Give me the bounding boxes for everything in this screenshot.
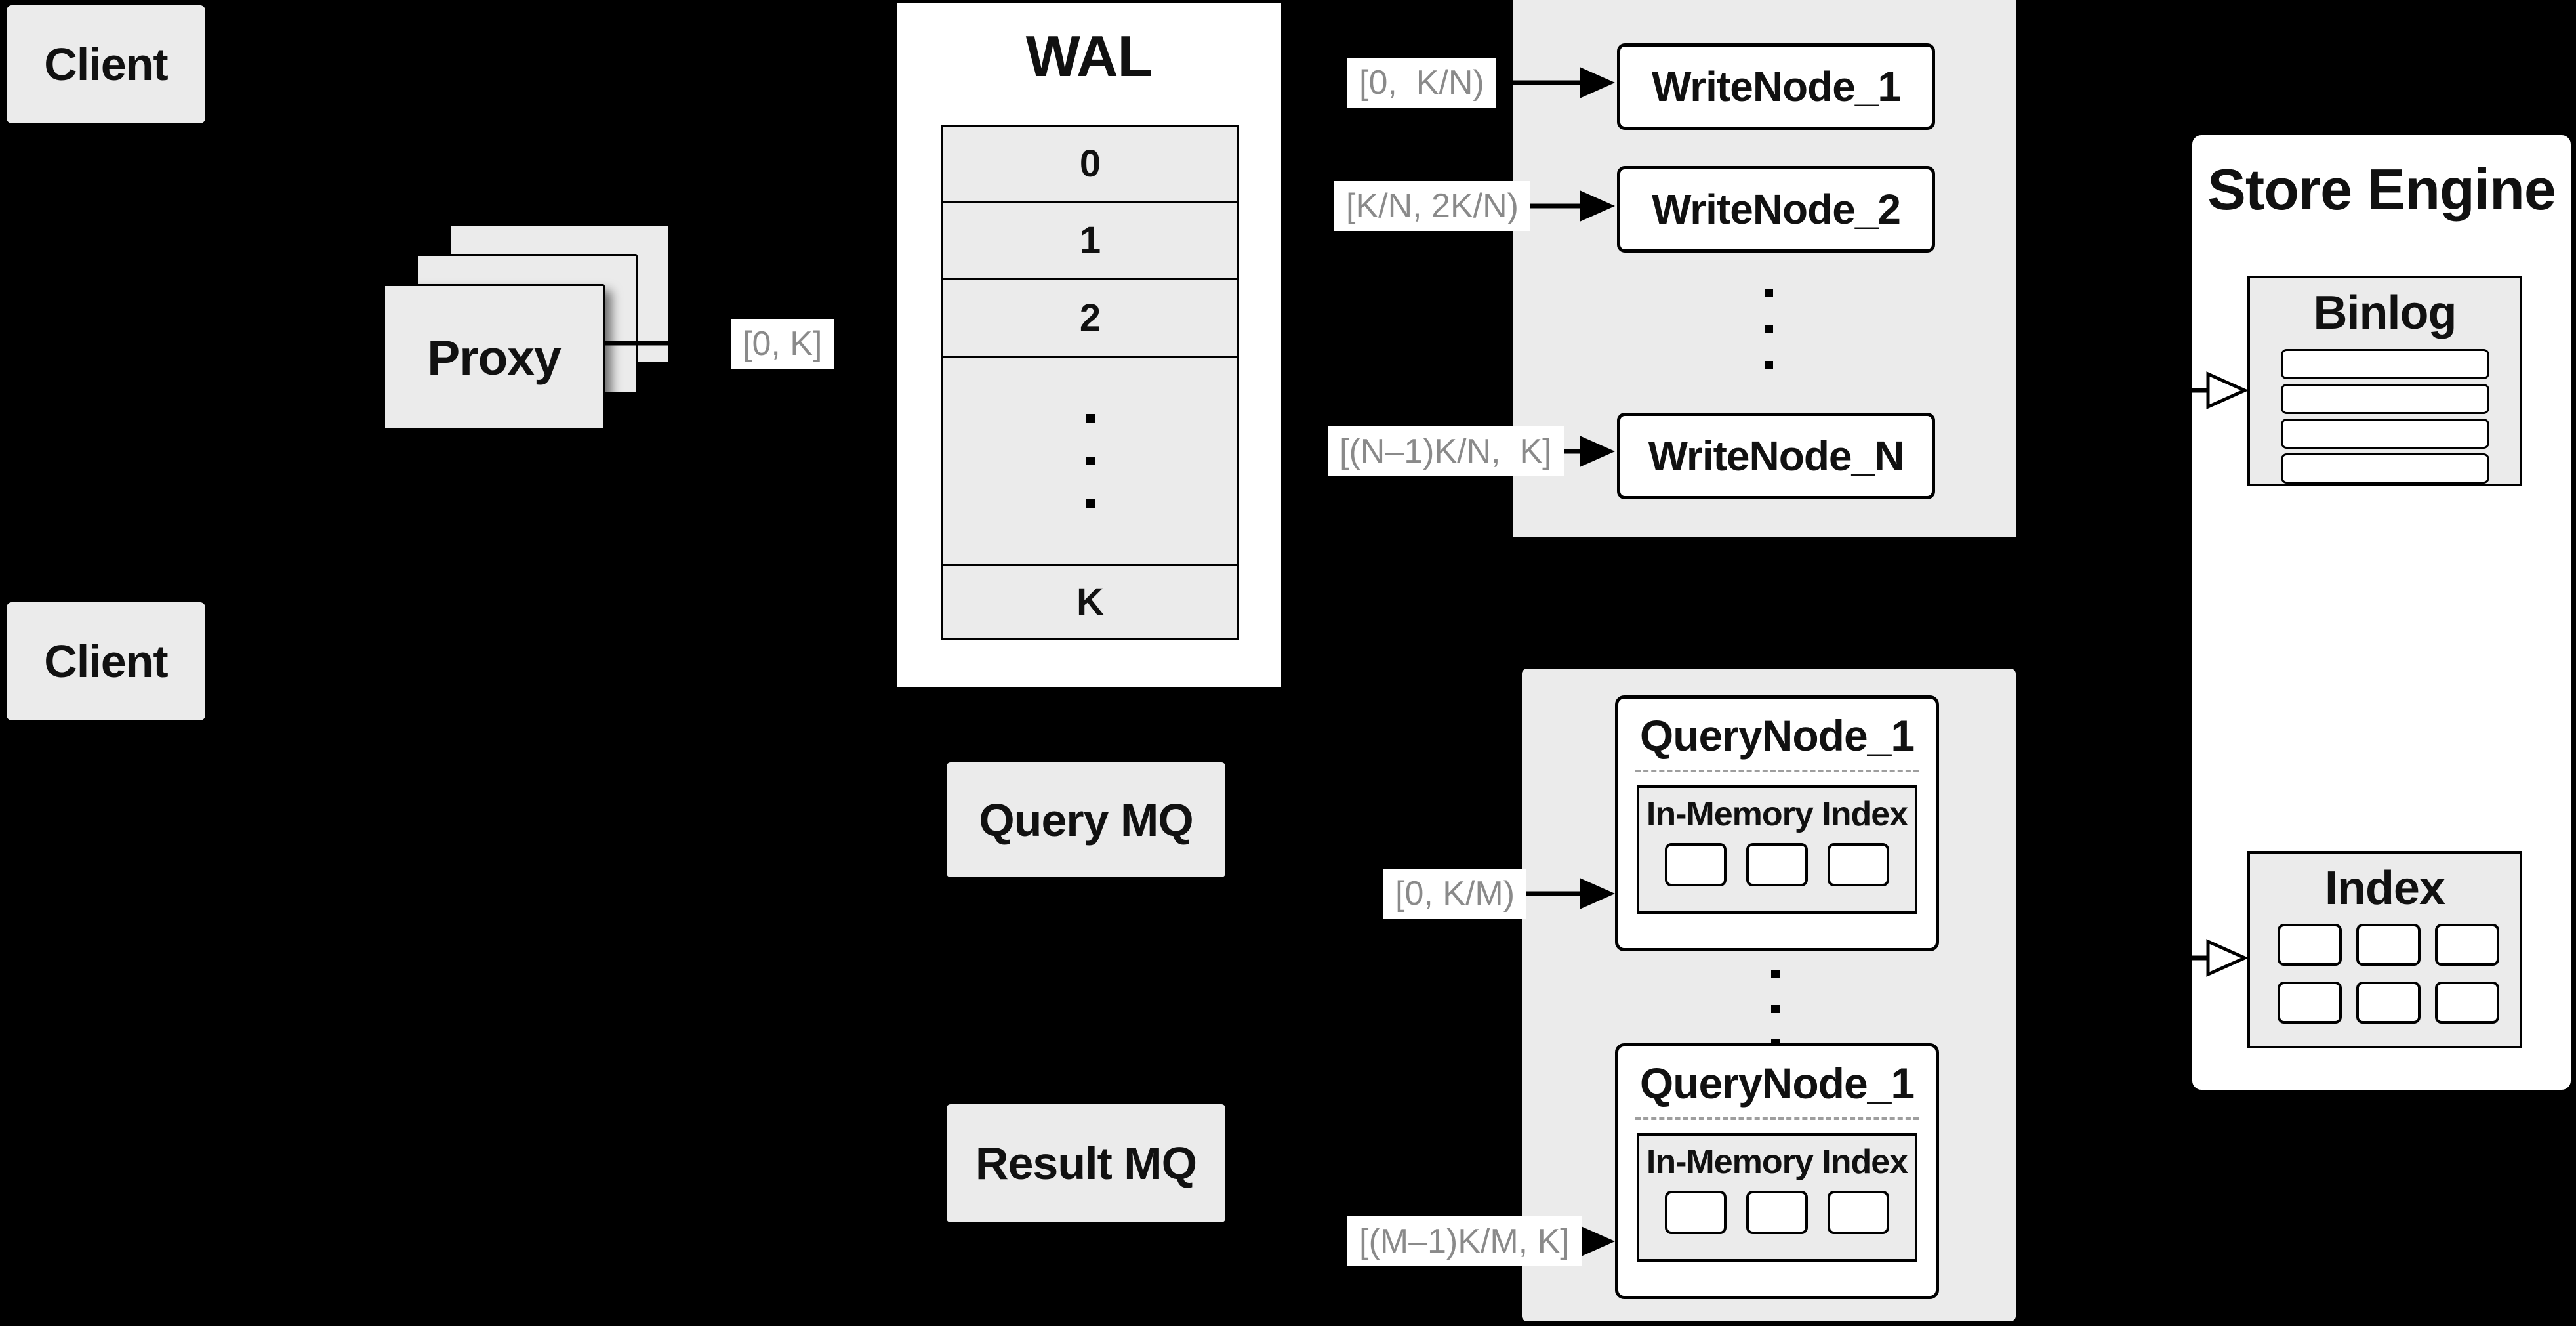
wal-row-ellipsis xyxy=(943,356,1237,564)
binlog-row xyxy=(2281,349,2489,379)
wal-segment-list: 0 1 2 K xyxy=(941,125,1239,640)
in-memory-cells xyxy=(1639,843,1915,886)
write-node-n: WriteNode_N xyxy=(1617,413,1935,499)
client-box-bottom: Client xyxy=(7,602,205,720)
range-label-proxy-wal: [0, K] xyxy=(731,319,834,369)
wal-row-2: 2 xyxy=(943,278,1237,356)
binlog-title: Binlog xyxy=(2313,287,2457,339)
query-node-2: QueryNode_1 In-Memory Index xyxy=(1615,1043,1939,1299)
wal-title: WAL xyxy=(1025,24,1153,89)
in-memory-index-box: In-Memory Index xyxy=(1637,1133,1917,1262)
in-memory-cells xyxy=(1639,1191,1915,1234)
in-memory-index-box: In-Memory Index xyxy=(1637,785,1917,914)
binlog-row xyxy=(2281,453,2489,484)
client-bottom-label: Client xyxy=(44,636,168,687)
client-box-top: Client xyxy=(7,5,205,123)
write-node-2: WriteNode_2 xyxy=(1617,166,1935,253)
query-node-separator xyxy=(1635,770,1919,772)
write-node-ellipsis-dots xyxy=(1765,289,1773,369)
wal-row-0: 0 xyxy=(943,127,1237,201)
range-label-writenode1: [0, K/N) xyxy=(1347,58,1496,108)
memory-cell xyxy=(1746,1191,1808,1234)
client-top-label: Client xyxy=(44,39,168,90)
binlog-rows xyxy=(2281,349,2489,488)
query-mq-box: Query MQ xyxy=(947,762,1225,877)
memory-cell xyxy=(1665,1191,1727,1234)
result-mq-box: Result MQ xyxy=(947,1104,1225,1222)
range-label-querynode1: [0, K/M) xyxy=(1383,869,1527,919)
index-cell xyxy=(2435,982,2499,1024)
wal-ellipsis-dots xyxy=(1086,414,1095,508)
write-node-1: WriteNode_1 xyxy=(1617,43,1935,130)
index-title: Index xyxy=(2324,862,2445,915)
proxy-label: Proxy xyxy=(427,329,561,385)
index-cells xyxy=(2278,924,2499,1024)
binlog-row xyxy=(2281,384,2489,414)
memory-cell xyxy=(1828,843,1889,886)
result-mq-label: Result MQ xyxy=(975,1138,1197,1189)
index-cell xyxy=(2435,924,2499,966)
index-cell xyxy=(2278,924,2342,966)
index-cell xyxy=(2356,924,2421,966)
query-mq-label: Query MQ xyxy=(979,794,1194,846)
range-label-writenoden: [(N–1)K/N, K] xyxy=(1328,426,1564,476)
range-label-writenode2: [K/N, 2K/N) xyxy=(1334,181,1530,231)
memory-cell xyxy=(1828,1191,1889,1234)
store-engine-title: Store Engine xyxy=(2207,157,2556,222)
query-node-separator xyxy=(1635,1117,1919,1120)
index-cell xyxy=(2278,982,2342,1024)
wal-row-1: 1 xyxy=(943,201,1237,278)
range-label-querynode2: [(M–1)K/M, K] xyxy=(1347,1216,1582,1266)
wal-row-k: K xyxy=(943,564,1237,638)
query-node-1: QueryNode_1 In-Memory Index xyxy=(1615,695,1939,951)
binlog-row xyxy=(2281,419,2489,449)
proxy-box: Proxy xyxy=(383,284,605,430)
index-cell xyxy=(2356,982,2421,1024)
query-node-ellipsis-dots xyxy=(1771,970,1780,1048)
memory-cell xyxy=(1746,843,1808,886)
memory-cell xyxy=(1665,843,1727,886)
